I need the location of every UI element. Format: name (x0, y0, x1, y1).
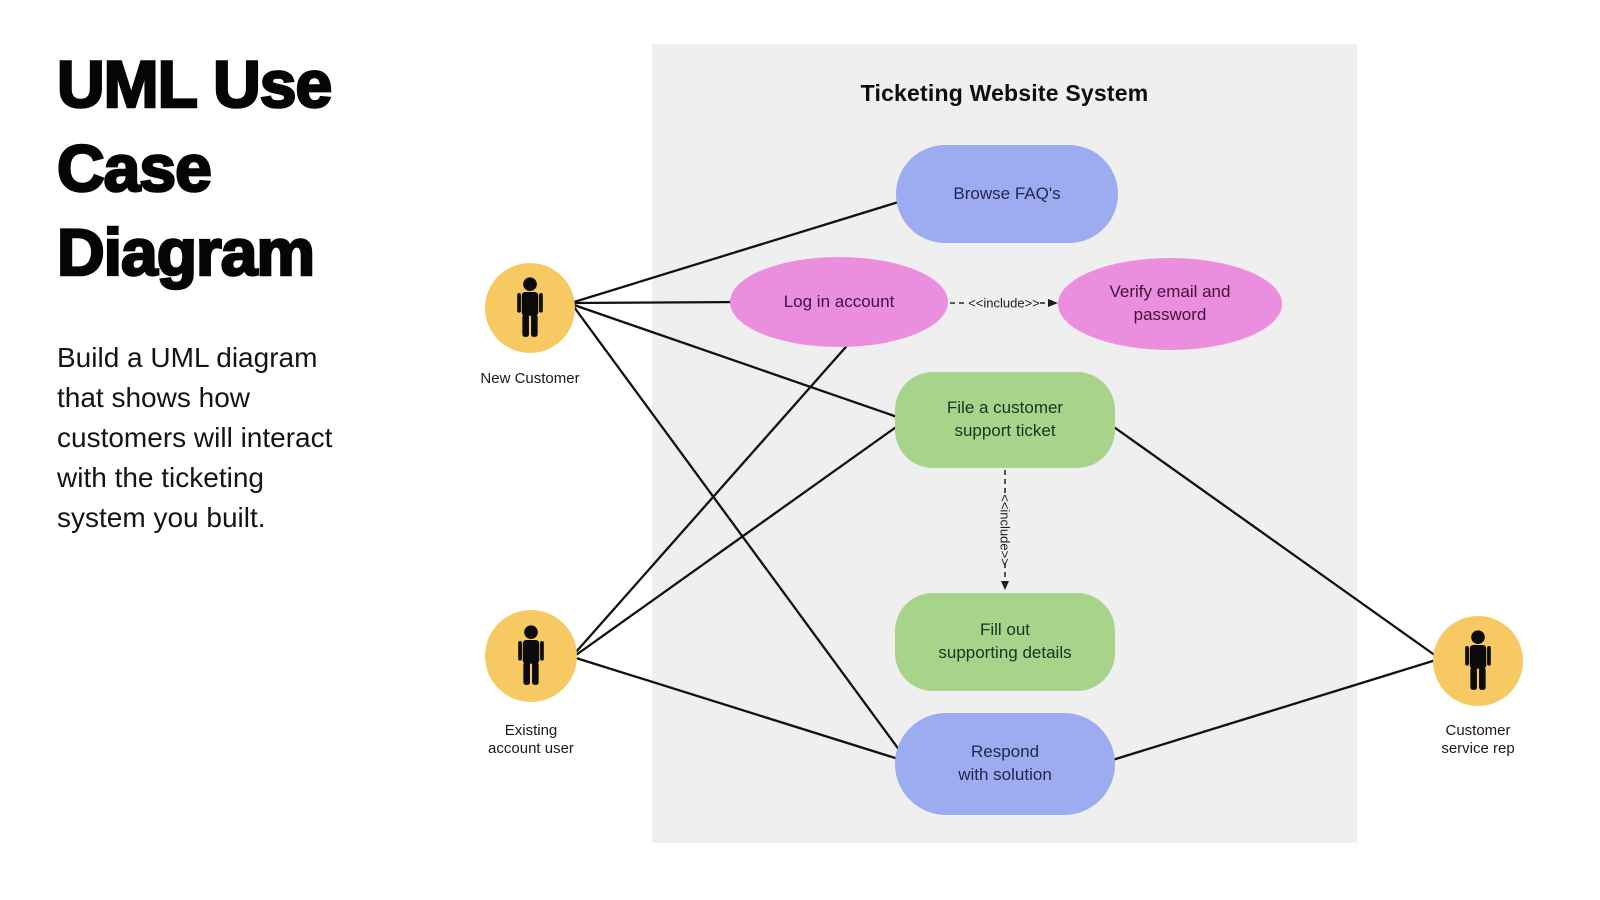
actor-new-customer-label: New Customer (480, 370, 580, 387)
use-case-respond-solution-label: Respond with solution (958, 742, 1052, 784)
include-label-vertical: <<include>> (997, 494, 1013, 566)
use-case-file-ticket: File a customer support ticket (895, 372, 1115, 468)
connector-new-customer-browse-faqs (573, 198, 906, 304)
use-case-respond-solution: Respond with solution (895, 713, 1115, 815)
use-case-browse-faqs: Browse FAQ's (896, 145, 1118, 243)
use-case-login: Log in account (730, 257, 948, 347)
use-case-browse-faqs-label: Browse FAQ's (953, 183, 1061, 203)
use-case-login-label: Log in account (783, 291, 895, 311)
actor-existing-user (485, 610, 577, 702)
use-case-verify-email-label: Verify email and password (1109, 282, 1231, 324)
actor-new-customer (485, 263, 575, 353)
system-title: Ticketing Website System (860, 80, 1149, 106)
page-description: Build a UML diagram that shows how custo… (57, 342, 333, 533)
actor-service-rep (1433, 616, 1523, 706)
use-case-file-ticket-label: File a customer support ticket (946, 398, 1064, 440)
use-case-verify-email: Verify email and password (1058, 258, 1282, 350)
person-icon (1465, 630, 1491, 690)
use-case-fill-details-label: Fill out supporting details (938, 620, 1072, 662)
page-title: UML Use Case Diagram (56, 46, 334, 291)
connector-new-customer-respond (573, 306, 909, 763)
actor-existing-user-label: Existing account user (488, 722, 574, 757)
connector-service-rep-file-ticket (1103, 419, 1437, 657)
include-label-horizontal: <<include>> (968, 295, 1040, 311)
connector-new-customer-file-ticket (573, 303, 907, 422)
person-icon (517, 277, 543, 337)
connector-new-customer-login (573, 300, 749, 305)
use-case-fill-details: Fill out supporting details (895, 593, 1115, 691)
actor-service-rep-label: Customer service rep (1441, 722, 1515, 757)
include-arrowhead-fill-details (1001, 581, 1009, 590)
connector-existing-user-respond (575, 656, 909, 764)
connector-service-rep-respond (1105, 658, 1437, 764)
include-arrowhead-verify (1048, 299, 1058, 307)
connector-existing-user-file-ticket (575, 419, 907, 656)
person-icon (518, 625, 544, 685)
connector-existing-user-login (575, 339, 853, 653)
